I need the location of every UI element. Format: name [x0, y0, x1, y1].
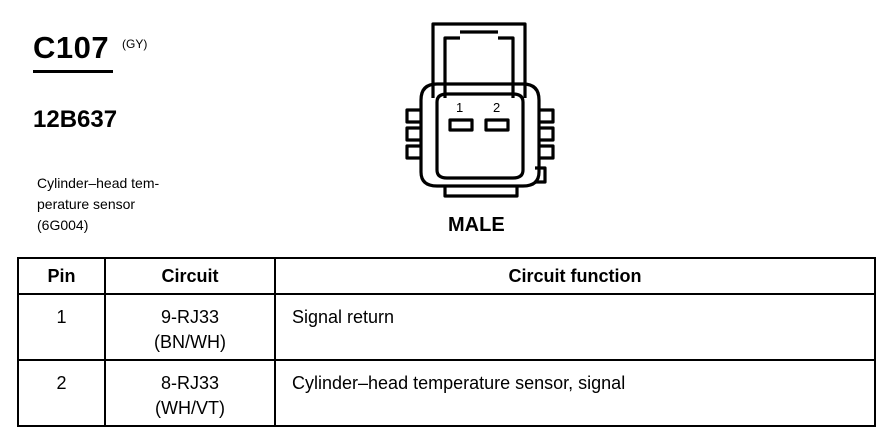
description-line-3: (6G004)	[37, 217, 89, 233]
function-cell: Signal return	[274, 293, 876, 361]
wire-color: (WH/VT)	[155, 398, 225, 418]
table-row: 2 8-RJ33 (WH/VT) Cylinder–head temperatu…	[17, 359, 876, 427]
circuit-cell: 8-RJ33 (WH/VT)	[104, 359, 276, 427]
pin-cell: 2	[17, 359, 106, 427]
pin-cell: 1	[17, 293, 106, 361]
connector-face-diagram: 1 2	[405, 22, 555, 198]
terminal-1	[448, 118, 474, 132]
header-circuit-function: Circuit function	[274, 257, 876, 295]
connector-color: (GY)	[122, 37, 148, 51]
header-pin: Pin	[17, 257, 106, 295]
pin-label-2: 2	[493, 100, 500, 115]
circuit-cell: 9-RJ33 (BN/WH)	[104, 293, 276, 361]
circuit-id: 8-RJ33	[160, 373, 220, 393]
table-row: 1 9-RJ33 (BN/WH) Signal return	[17, 293, 876, 361]
circuit-id: 9-RJ33	[160, 307, 220, 327]
terminal-2	[484, 118, 510, 132]
pin-label-1: 1	[456, 100, 463, 115]
part-number: 12B637	[33, 106, 118, 133]
wire-color: (BN/WH)	[154, 332, 226, 352]
table-header-row: Pin Circuit Circuit function	[17, 257, 876, 295]
pinout-table: Pin Circuit Circuit function 1 9-RJ33 (B…	[17, 257, 876, 427]
description-line-2: perature sensor	[37, 196, 136, 212]
component-description: Cylinder–head tem- perature sensor (6G00…	[37, 173, 159, 236]
connector-id-underline	[33, 70, 113, 73]
description-line-1: Cylinder–head tem-	[37, 175, 160, 191]
connector-id: C107	[33, 30, 110, 65]
connector-gender: MALE	[448, 214, 505, 236]
header-circuit: Circuit	[104, 257, 276, 295]
function-cell: Cylinder–head temperature sensor, signal	[274, 359, 876, 427]
